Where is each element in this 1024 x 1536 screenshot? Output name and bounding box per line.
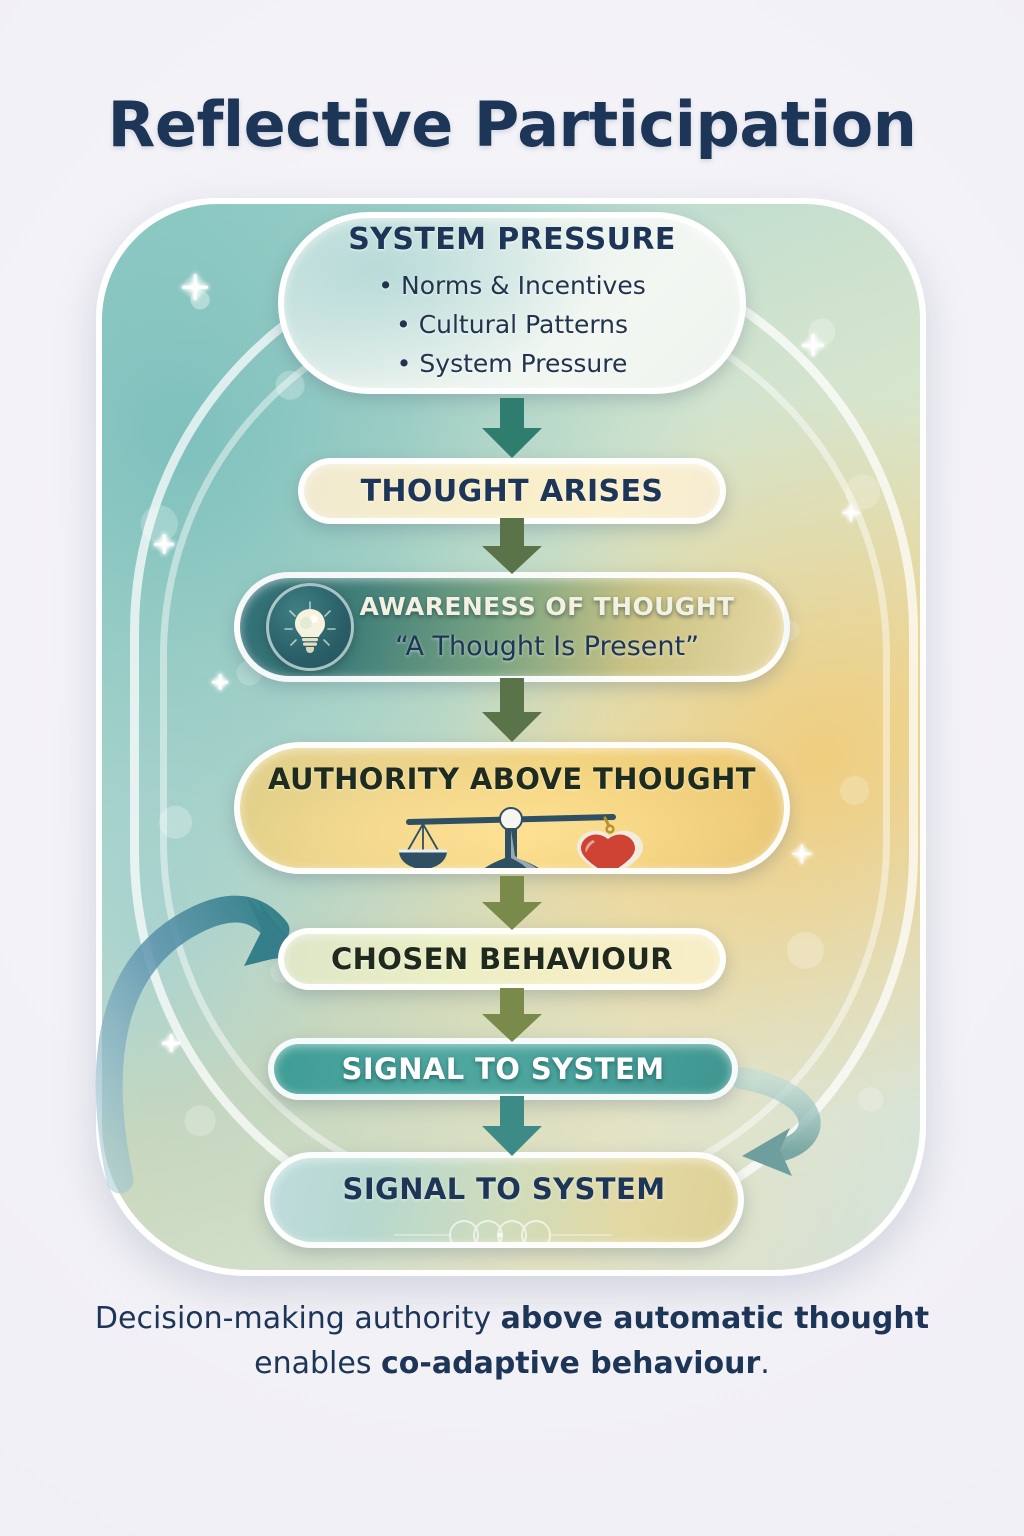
list-item: • Norms & Incentives [284, 267, 740, 306]
sparkle-star [182, 274, 208, 300]
sparkle-star [842, 504, 859, 521]
arrow-thought-arises-to-awareness [482, 518, 542, 574]
sparkle-star [162, 1034, 180, 1052]
bullet-dot: • [378, 271, 393, 301]
page-title: Reflective Participation [107, 88, 917, 161]
arrow-authority-to-chosen-behaviour [482, 876, 542, 930]
flow-node-awareness-of-thought[interactable]: AWARENESS OF THOUGHT “A Thought Is Prese… [234, 572, 790, 682]
sparkle-star [792, 844, 811, 863]
bullet-dot: • [395, 310, 411, 340]
caption-line-2: enables co-adaptive behaviour. [0, 1341, 1024, 1386]
node-heading: THOUGHT ARISES [360, 473, 664, 509]
flow-node-chosen-behaviour[interactable]: CHOSEN BEHAVIOUR [278, 928, 726, 990]
caption-line1-bold: above automatic thought [500, 1301, 930, 1336]
interlocking-rings-icon [354, 1218, 654, 1242]
flow-node-authority-above-thought[interactable]: AUTHORITY ABOVE THOUGHT [234, 742, 790, 874]
flow-node-thought-arises[interactable]: THOUGHT ARISES [298, 458, 726, 524]
node-heading: SIGNAL TO SYSTEM [342, 1172, 666, 1206]
caption-line1-plain: Decision-making authority [94, 1301, 501, 1336]
bullet-label: System Pressure [419, 348, 628, 378]
arrow-chosen-behaviour-to-signal [482, 988, 542, 1042]
caption-line2-plain: enables [254, 1346, 382, 1381]
sparkle-star [212, 674, 228, 690]
caption-line-1: Decision-making authority above automati… [0, 1296, 1024, 1341]
node-heading: AUTHORITY ABOVE THOUGHT [268, 762, 756, 796]
arrow-awareness-to-authority [482, 678, 542, 742]
caption: Decision-making authority above automati… [0, 1296, 1024, 1386]
flow-node-system-pressure[interactable]: SYSTEM PRESSURE •Norms & Incentives •Cul… [278, 212, 746, 394]
flow-node-signal-to-system-1[interactable]: SIGNAL TO SYSTEM [268, 1038, 738, 1100]
lightbulb-icon [266, 583, 354, 671]
caption-line2-bold: co-adaptive behaviour [381, 1346, 761, 1381]
bullet-label: Norms & Incentives [401, 271, 646, 301]
node-heading: CHOSEN BEHAVIOUR [330, 942, 674, 976]
balance-scale-heart-icon [377, 806, 647, 868]
list-item: •Cultural Patterns [284, 306, 740, 345]
list-item: •System Pressure [284, 345, 740, 384]
arrow-system-pressure-to-thought-arises [482, 398, 542, 458]
arrow-signal-to-signal [482, 1096, 542, 1156]
bullet-label: Cultural Patterns [418, 310, 629, 340]
flow-node-signal-to-system-2[interactable]: SIGNAL TO SYSTEM [264, 1152, 744, 1248]
system-pressure-bullet-list: •Norms & Incentives •Cultural Patterns •… [284, 267, 740, 383]
node-heading: AWARENESS OF THOUGHT [359, 592, 735, 621]
bullet-dot: • [396, 348, 412, 378]
node-heading: SIGNAL TO SYSTEM [341, 1052, 665, 1086]
caption-line2-tail: . [760, 1346, 770, 1381]
sparkle-star [154, 534, 174, 554]
node-heading: SYSTEM PRESSURE [348, 222, 676, 258]
node-subtitle: “A Thought Is Present” [394, 631, 700, 662]
sparkle-star [802, 334, 824, 356]
